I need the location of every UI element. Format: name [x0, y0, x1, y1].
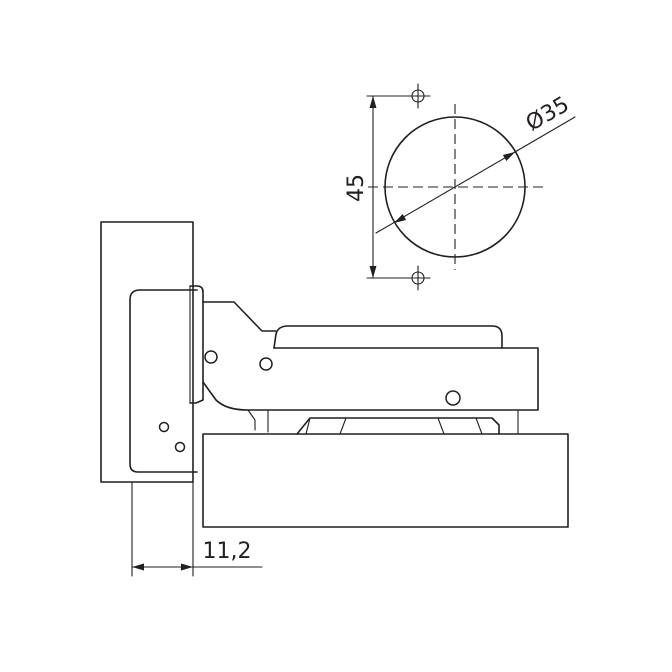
- link-arm-upper: [202, 301, 277, 332]
- link-arm-joint: [247, 409, 256, 431]
- dimension-diameter-label: Ø35: [522, 92, 574, 136]
- dimension-11-2: 11,2: [131, 481, 263, 577]
- hinge-arm-cover: [273, 325, 503, 349]
- dimension-45-label: 45: [344, 174, 369, 202]
- pivot-pin-2: [259, 357, 273, 371]
- dimension-11-2-label: 11,2: [203, 539, 252, 564]
- hinge-knuckle: [189, 285, 204, 404]
- cabinet-side-panel: [100, 221, 194, 483]
- dimension-diameter: Ø35: [375, 92, 576, 234]
- dimension-45: 45: [344, 95, 413, 279]
- link-arm-lower: [202, 381, 249, 411]
- hinge-arm: [247, 347, 539, 411]
- adjustment-screw: [445, 390, 461, 406]
- cup-hole-pattern: 45 Ø35: [344, 83, 576, 291]
- door-panel: [202, 433, 569, 528]
- pivot-pin-1: [204, 350, 218, 364]
- mounting-plate: [129, 289, 198, 473]
- hinge-cup: [296, 409, 519, 435]
- plate-screw-1: [158, 421, 170, 433]
- hinge-assembly: [129, 285, 539, 473]
- plate-screw-2: [174, 441, 186, 453]
